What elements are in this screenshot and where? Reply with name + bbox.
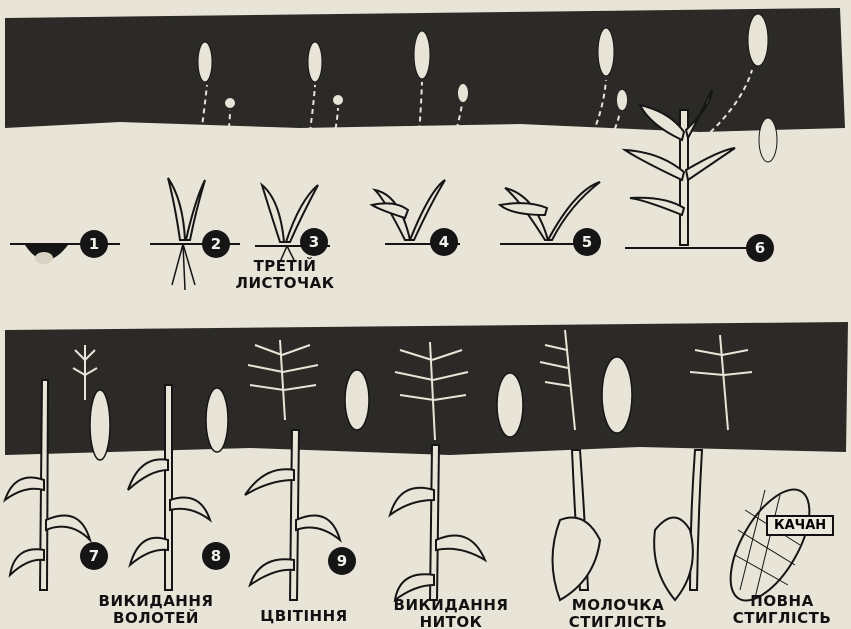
label-milk-ripeness: МОЛОЧКА СТИГЛІСТЬ (558, 597, 678, 629)
stage-number-7: 7 (80, 542, 108, 570)
label-ear: КАЧАН (766, 515, 834, 536)
seed-stage-1 (25, 245, 68, 264)
label-third-leaf: ТРЕТІЙ ЛИСТОЧАК (230, 258, 340, 292)
lower-leaves (5, 459, 693, 600)
stage-number-3: 3 (300, 228, 328, 256)
stage-number-1: 1 (80, 230, 108, 258)
stage-number-9: 9 (328, 547, 356, 575)
label-tasseling: ВИКИДАННЯ ВОЛОТЕЙ (96, 593, 216, 627)
stage-number-8: 8 (202, 542, 230, 570)
label-flowering: ЦВІТІННЯ (254, 608, 354, 625)
stage-number-2: 2 (202, 230, 230, 258)
stage-number-6: 6 (746, 234, 774, 262)
ground-lines-top (10, 244, 760, 248)
label-silking: ВИКИДАННЯ НИТОК (386, 597, 516, 629)
stage-number-4: 4 (430, 228, 458, 256)
label-full-ripeness: ПОВНА СТИГЛІСТЬ (722, 593, 842, 627)
stage-number-5: 5 (573, 228, 601, 256)
